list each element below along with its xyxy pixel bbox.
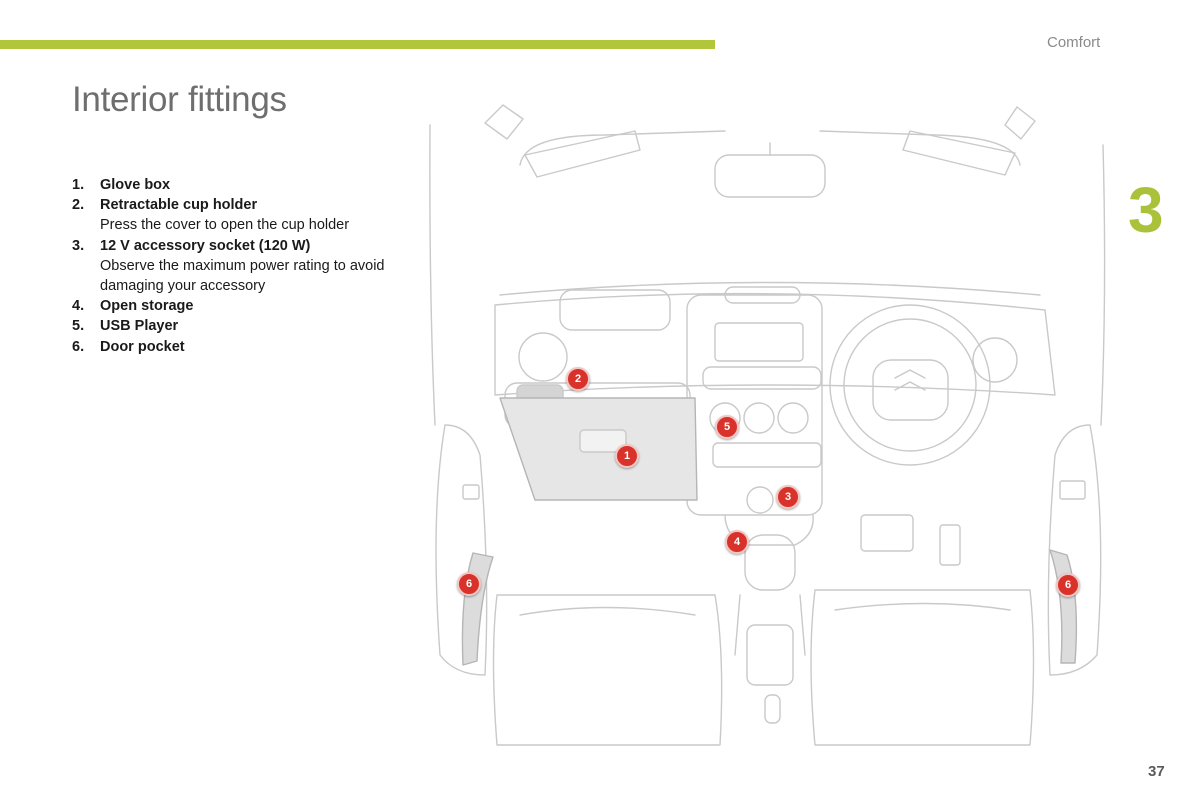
callout-glove-box: 1	[615, 444, 639, 468]
car-interior-diagram: 1 2 3 4 5 6 6	[425, 95, 1110, 750]
item-title: 12 V accessory socket (120 W)	[100, 237, 311, 254]
item-number: 2.	[72, 197, 85, 214]
list-item: 6. Door pocket	[72, 337, 402, 357]
item-number: 4.	[72, 298, 85, 315]
callout-accessory-socket: 3	[776, 485, 800, 509]
callout-cup-holder: 2	[566, 367, 590, 391]
page-number: 37	[1148, 763, 1165, 780]
section-title: Comfort	[1047, 34, 1101, 51]
item-number: 3.	[72, 237, 85, 254]
item-title: Open storage	[100, 298, 194, 315]
fittings-list: 1. Glove box 2. Retractable cup holder P…	[72, 175, 402, 357]
chapter-number: 3	[1128, 174, 1164, 246]
header-accent-bar	[0, 40, 715, 49]
callout-usb-player: 5	[715, 415, 739, 439]
item-description: Press the cover to open the cup holder	[100, 217, 350, 234]
item-title: USB Player	[100, 318, 179, 335]
item-number: 6.	[72, 338, 85, 355]
list-item: 3. 12 V accessory socket (120 W) Observe…	[72, 236, 402, 297]
list-item: 1. Glove box	[72, 175, 402, 195]
item-title: Glove box	[100, 177, 171, 193]
item-title: Retractable cup holder	[100, 197, 258, 214]
list-item: 4. Open storage	[72, 296, 402, 316]
item-number: 5.	[72, 318, 85, 335]
item-description: Observe the maximum power rating to avoi…	[100, 257, 385, 295]
item-title: Door pocket	[100, 338, 185, 355]
page-title: Interior fittings	[72, 80, 287, 119]
item-number: 1.	[72, 177, 85, 193]
callout-open-storage: 4	[725, 530, 749, 554]
callout-door-pocket-right: 6	[1056, 573, 1080, 597]
list-item: 5. USB Player	[72, 316, 402, 336]
list-item: 2. Retractable cup holder Press the cove…	[72, 195, 402, 235]
callout-door-pocket-left: 6	[457, 572, 481, 596]
